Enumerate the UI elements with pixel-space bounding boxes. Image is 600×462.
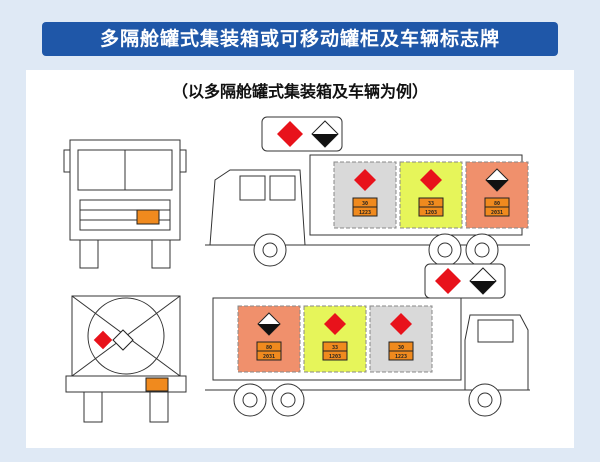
un-number: 1223	[395, 354, 407, 360]
compartment-3: 30 1223	[369, 305, 433, 373]
truck-front-view	[63, 139, 187, 269]
hazard-number: 80	[494, 201, 500, 207]
hazard-number: 30	[362, 201, 368, 207]
hazard-number: 33	[428, 201, 434, 207]
un-number: 2031	[491, 210, 503, 216]
title-banner: 多隔舱罐式集装箱或可移动罐柜及车辆标志牌	[42, 22, 558, 56]
orange-plate-rear	[145, 377, 169, 392]
flammable-placard-icon	[354, 169, 376, 191]
compartment-1: 80 2031	[237, 305, 301, 373]
compartment-1: 30 1223	[333, 161, 397, 229]
truck-side-view-1: 30 1223 33 1203 80 2031	[205, 116, 530, 267]
hazard-number: 80	[266, 345, 272, 351]
compartment-3: 80 2031	[465, 161, 529, 229]
subtitle: （以多隔舱罐式集装箱及车辆为例）	[171, 82, 428, 101]
un-number: 1203	[425, 210, 437, 216]
orange-plate-front	[136, 209, 160, 225]
flammable-placard-icon	[324, 313, 346, 335]
flammable-placard-icon	[420, 169, 442, 191]
un-number: 2031	[263, 354, 275, 360]
flammable-placard-icon	[390, 313, 412, 335]
un-number: 1223	[359, 210, 371, 216]
tank-rear-view	[65, 295, 187, 423]
un-number: 1203	[329, 354, 341, 360]
compartment-2: 33 1203	[399, 161, 463, 229]
hazard-number: 30	[398, 345, 404, 351]
hazard-number: 33	[332, 345, 338, 351]
compartment-2: 33 1203	[303, 305, 367, 373]
truck-side-view-2: 80 2031 33 1203 30 1223	[205, 263, 530, 417]
